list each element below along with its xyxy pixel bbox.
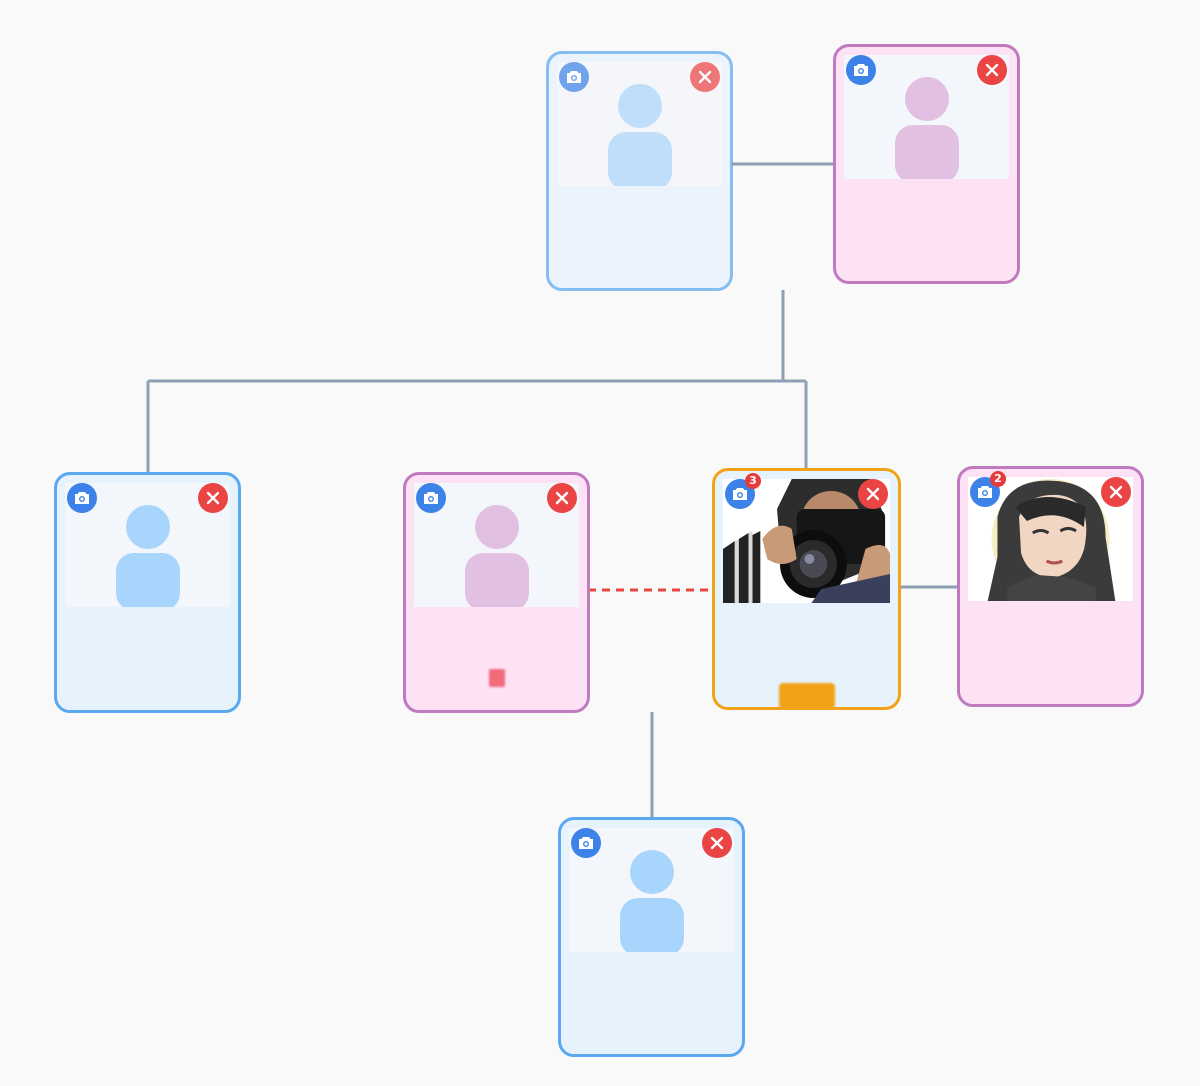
upload-photo-button[interactable] bbox=[67, 483, 97, 513]
photo-count-badge: 2 bbox=[990, 471, 1006, 487]
person-card-child[interactable] bbox=[558, 817, 745, 1057]
upload-photo-button[interactable] bbox=[846, 55, 876, 85]
camera-icon bbox=[566, 70, 582, 84]
camera-icon bbox=[977, 485, 993, 499]
close-icon bbox=[555, 491, 569, 505]
delete-person-button[interactable] bbox=[690, 62, 720, 92]
upload-photo-button[interactable]: 2 bbox=[970, 471, 1006, 507]
camera-icon bbox=[853, 63, 869, 77]
close-icon bbox=[1109, 485, 1123, 499]
delete-person-button[interactable] bbox=[977, 55, 1007, 85]
upload-photo-button[interactable]: 3 bbox=[725, 473, 761, 509]
delete-person-button[interactable] bbox=[702, 828, 732, 858]
close-icon bbox=[710, 836, 724, 850]
close-icon bbox=[206, 491, 220, 505]
close-icon bbox=[985, 63, 999, 77]
upload-photo-button[interactable] bbox=[559, 62, 589, 92]
delete-person-button[interactable] bbox=[1101, 477, 1131, 507]
camera-icon bbox=[578, 836, 594, 850]
person-card-spouse[interactable]: 2 bbox=[957, 466, 1144, 707]
camera-icon bbox=[74, 491, 90, 505]
delete-person-button[interactable] bbox=[547, 483, 577, 513]
delete-person-button[interactable] bbox=[198, 483, 228, 513]
person-card-uncle[interactable] bbox=[54, 472, 241, 713]
upload-photo-button[interactable] bbox=[571, 828, 601, 858]
delete-person-button[interactable] bbox=[858, 479, 888, 509]
person-card-grandmother[interactable] bbox=[833, 44, 1020, 284]
camera-icon bbox=[423, 491, 439, 505]
close-icon bbox=[866, 487, 880, 501]
camera-icon bbox=[732, 487, 748, 501]
status-tag bbox=[488, 669, 505, 687]
close-icon bbox=[698, 70, 712, 84]
photo-count-badge: 3 bbox=[745, 473, 761, 489]
person-card-grandfather[interactable] bbox=[546, 51, 733, 291]
person-card-self[interactable]: 3 bbox=[712, 468, 901, 710]
status-tag bbox=[778, 683, 835, 707]
person-card-ex-partner[interactable] bbox=[403, 472, 590, 713]
upload-photo-button[interactable] bbox=[416, 483, 446, 513]
